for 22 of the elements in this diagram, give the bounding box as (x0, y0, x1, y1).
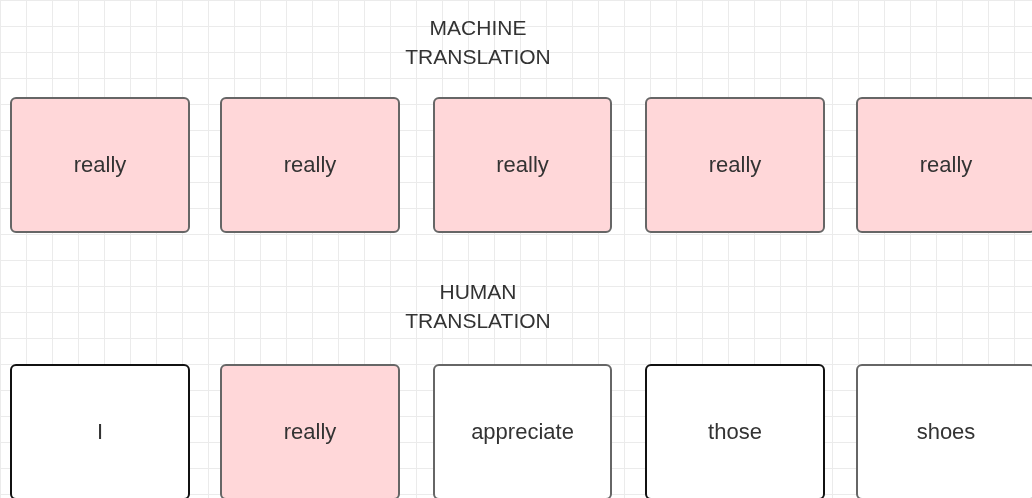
word-text: shoes (916, 419, 976, 445)
word-box (645, 97, 825, 233)
word-box (10, 97, 190, 233)
word-text: those (708, 419, 762, 445)
section-heading: MACHINE TRANSLATION (404, 15, 552, 70)
word-text: really (283, 152, 337, 178)
word-box (220, 97, 400, 233)
word-box (220, 364, 400, 498)
word-text: really (708, 152, 762, 178)
word-text: really (73, 152, 127, 178)
word-box (856, 97, 1032, 233)
word-box (856, 364, 1032, 498)
word-text: really (283, 419, 337, 445)
word-box (433, 97, 612, 233)
word-text: really (919, 152, 973, 178)
word-box (433, 364, 612, 498)
word-text: appreciate (471, 419, 574, 445)
word-box (10, 364, 190, 498)
word-text: really (496, 152, 549, 178)
word-text: I (96, 419, 104, 445)
word-box (645, 364, 825, 498)
section-heading: HUMAN TRANSLATION (404, 279, 552, 334)
